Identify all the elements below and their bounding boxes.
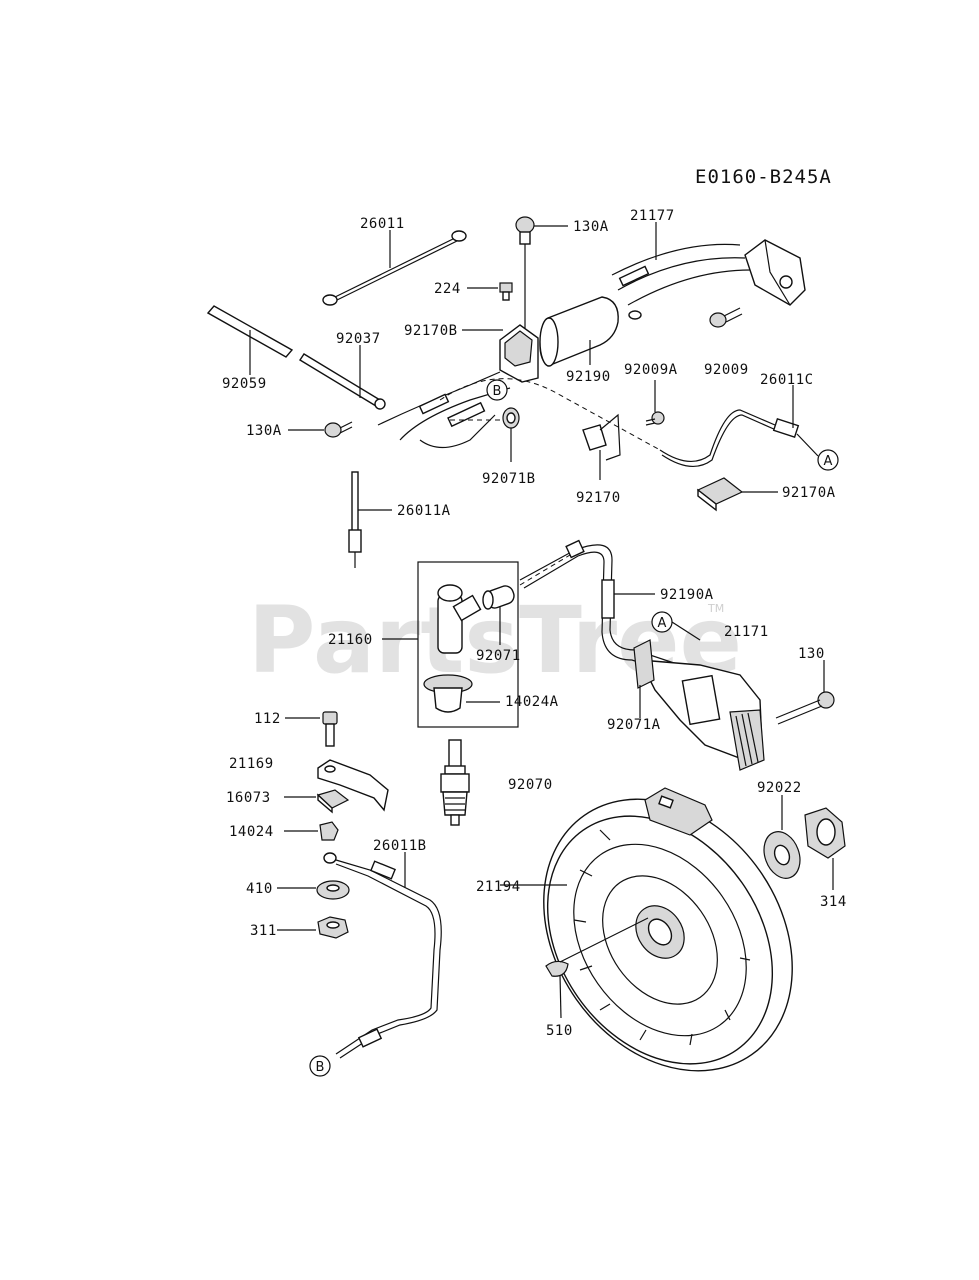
label-130[interactable]: 130 bbox=[798, 646, 825, 662]
svg-text:B: B bbox=[316, 1060, 325, 1075]
part-92022-washer bbox=[763, 831, 801, 879]
label-130A-top[interactable]: 130A bbox=[573, 219, 609, 235]
dash-line-harness bbox=[439, 378, 661, 451]
label-16073[interactable]: 16073 bbox=[226, 790, 271, 806]
label-92190[interactable]: 92190 bbox=[566, 369, 611, 385]
svg-text:A: A bbox=[824, 454, 833, 469]
label-26011C[interactable]: 26011C bbox=[760, 372, 814, 388]
label-130A-left[interactable]: 130A bbox=[246, 423, 282, 439]
label-92170B[interactable]: 92170B bbox=[404, 323, 458, 339]
label-92170[interactable]: 92170 bbox=[576, 490, 621, 506]
label-314[interactable]: 314 bbox=[820, 894, 847, 910]
box-21160-cap-assembly bbox=[417, 561, 519, 728]
leader-510-shaft bbox=[559, 917, 649, 963]
label-224[interactable]: 224 bbox=[434, 281, 461, 297]
part-21194-flywheel bbox=[543, 787, 793, 1072]
part-92170B-bracket bbox=[499, 324, 539, 383]
label-92170A[interactable]: 92170A bbox=[782, 485, 836, 501]
leader-a-middle bbox=[671, 621, 701, 641]
label-21194[interactable]: 21194 bbox=[476, 879, 521, 895]
part-92070-spark-plug bbox=[440, 739, 470, 826]
part-130A-screw-left bbox=[324, 421, 353, 438]
part-21171-ignition-coil bbox=[633, 639, 765, 771]
label-92009A[interactable]: 92009A bbox=[624, 362, 678, 378]
label-21177[interactable]: 21177 bbox=[630, 208, 675, 224]
callout-b-bottom: B bbox=[309, 1055, 331, 1077]
label-92022[interactable]: 92022 bbox=[757, 780, 802, 796]
svg-text:A: A bbox=[658, 616, 667, 631]
part-92009A-screw bbox=[645, 411, 665, 426]
part-21160-plug-cap bbox=[437, 584, 482, 654]
label-14024[interactable]: 14024 bbox=[229, 824, 274, 840]
part-410-washer bbox=[316, 880, 350, 900]
part-92190A-ht-lead bbox=[519, 539, 681, 676]
label-92009[interactable]: 92009 bbox=[704, 362, 749, 378]
part-112-screw bbox=[322, 711, 338, 747]
label-26011A[interactable]: 26011A bbox=[397, 503, 451, 519]
part-26011A-terminal bbox=[348, 471, 362, 568]
label-92071B[interactable]: 92071B bbox=[482, 471, 536, 487]
label-26011B[interactable]: 26011B bbox=[373, 838, 427, 854]
label-14024A[interactable]: 14024A bbox=[505, 694, 559, 710]
leader-510 bbox=[559, 974, 562, 1019]
label-92190A[interactable]: 92190A bbox=[660, 587, 714, 603]
label-21171[interactable]: 21171 bbox=[724, 624, 769, 640]
label-92059[interactable]: 92059 bbox=[222, 376, 267, 392]
part-311-nut bbox=[317, 916, 349, 939]
part-130-bolt bbox=[775, 691, 835, 725]
part-92170-clip bbox=[582, 413, 621, 461]
part-16073-block bbox=[316, 789, 350, 814]
part-314-nut bbox=[804, 807, 846, 859]
part-92037-strip bbox=[299, 353, 386, 410]
part-92190-sleeve bbox=[539, 296, 619, 367]
label-311[interactable]: 311 bbox=[250, 923, 277, 939]
part-224-screw bbox=[499, 282, 513, 301]
label-26011[interactable]: 26011 bbox=[360, 216, 405, 232]
part-92071B-grommet bbox=[502, 407, 520, 429]
label-410[interactable]: 410 bbox=[246, 881, 273, 897]
callout-b-top: B bbox=[486, 379, 508, 401]
part-92170A-clamp bbox=[696, 477, 744, 512]
part-26011B-lead bbox=[323, 852, 442, 1059]
callout-a-top: A bbox=[817, 449, 839, 471]
part-21177-module bbox=[611, 239, 806, 328]
diagram-code: E0160-B245A bbox=[695, 166, 832, 188]
label-92037[interactable]: 92037 bbox=[336, 331, 381, 347]
part-510-key bbox=[545, 960, 569, 977]
part-130A-screw-top bbox=[515, 216, 535, 245]
part-92071-grommet bbox=[482, 585, 515, 610]
part-21169-bracket bbox=[317, 759, 389, 812]
svg-text:B: B bbox=[493, 384, 502, 399]
part-26011-lead bbox=[322, 230, 467, 306]
part-14024A-boot bbox=[423, 674, 473, 713]
label-21169[interactable]: 21169 bbox=[229, 756, 274, 772]
part-14024-nut bbox=[319, 821, 339, 841]
watermark-trademark: TM bbox=[707, 602, 724, 615]
label-92071A[interactable]: 92071A bbox=[607, 717, 661, 733]
label-510[interactable]: 510 bbox=[546, 1023, 573, 1039]
callout-a-middle: A bbox=[651, 611, 673, 633]
label-92071[interactable]: 92071 bbox=[476, 648, 521, 664]
label-92070[interactable]: 92070 bbox=[508, 777, 553, 793]
part-26011C-lead bbox=[659, 409, 819, 467]
label-21160[interactable]: 21160 bbox=[328, 632, 373, 648]
label-112[interactable]: 112 bbox=[254, 711, 281, 727]
